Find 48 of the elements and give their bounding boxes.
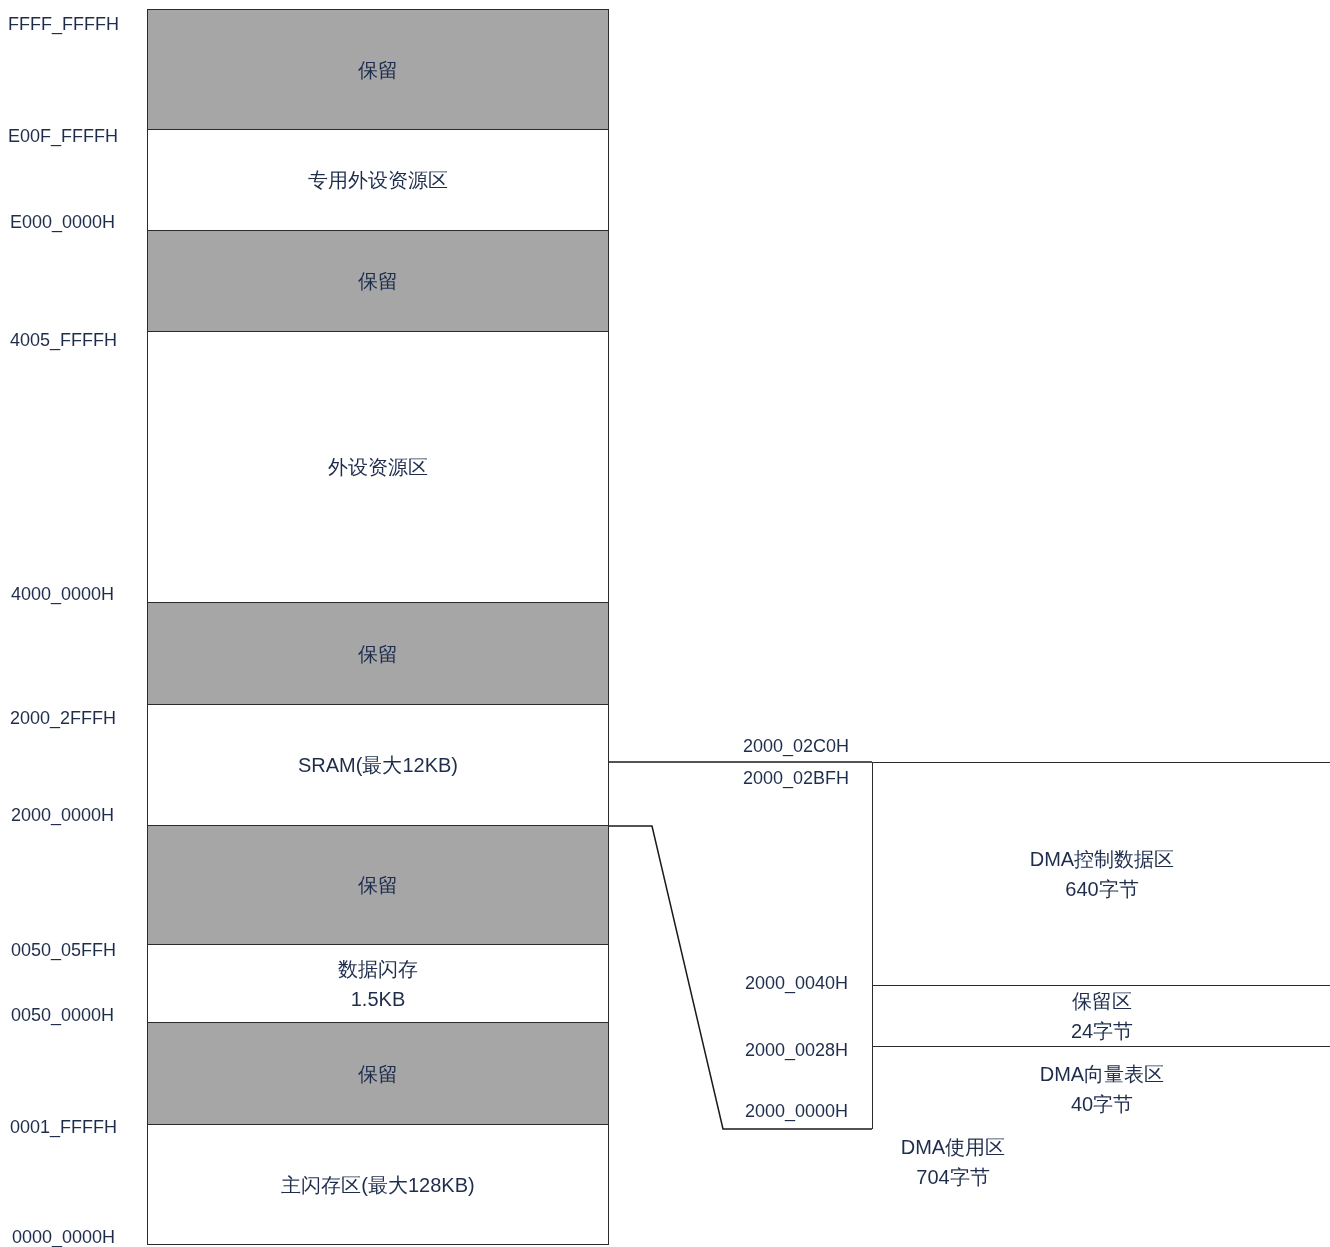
address-label: E000_0000H <box>10 212 116 233</box>
reserved-region <box>147 1022 609 1125</box>
address-label: 0001_FFFFH <box>10 1117 118 1138</box>
address-label: E00F_FFFFH <box>8 126 118 147</box>
address-label: 2000_0028H <box>745 1040 849 1061</box>
address-label: 2000_0000H <box>11 805 115 826</box>
region-label: 专用外设资源区 <box>308 168 448 193</box>
memory-region <box>147 129 609 231</box>
memory-region <box>147 704 609 826</box>
address-label: 0050_0000H <box>11 1005 115 1026</box>
region-label: DMA向量表区 <box>1039 1061 1165 1087</box>
expansion-line <box>608 761 873 763</box>
memory-region <box>147 944 609 1023</box>
address-label: 4005_FFFFH <box>10 330 118 351</box>
memory-region <box>873 1046 1330 1130</box>
region-label: 保留 <box>358 641 398 667</box>
region-label: 外设资源区 <box>328 455 428 480</box>
address-label: FFFF_FFFFH <box>8 14 119 35</box>
region-heading: DMA使用区 <box>899 1135 1007 1160</box>
reserved-region <box>147 9 609 130</box>
address-label: 0050_05FFH <box>11 940 117 961</box>
region-label: 主闪存区(最大128KB) <box>281 1172 475 1198</box>
reserved-region <box>147 602 609 705</box>
region-label: 保留 <box>358 1061 398 1087</box>
reserved-region <box>147 825 609 945</box>
address-label: 2000_0000H <box>745 1101 849 1122</box>
region-label: 保留 <box>358 269 398 294</box>
region-label: 保留区 <box>1072 989 1132 1014</box>
region-label: 24字节 <box>1070 1019 1134 1044</box>
address-label: 2000_2FFFH <box>10 708 117 729</box>
memory-region <box>147 331 609 603</box>
address-label: 2000_02BFH <box>743 768 850 789</box>
region-label: SRAM(最大12KB) <box>298 753 458 778</box>
address-label: 2000_02C0H <box>743 736 850 757</box>
reserved-region <box>147 230 609 332</box>
region-label: 640字节 <box>1065 877 1139 902</box>
region-label: 1.5KB <box>350 986 406 1012</box>
region-label: 保留 <box>358 57 398 83</box>
region-label: 数据闪存 <box>338 956 418 982</box>
expansion-line <box>608 825 873 1130</box>
memory-region <box>147 1124 609 1245</box>
address-label: 0000_0000H <box>12 1227 116 1247</box>
address-label: 2000_0040H <box>745 973 849 994</box>
address-label: 4000_0000H <box>11 584 115 605</box>
region-label: DMA控制数据区 <box>1029 847 1175 872</box>
region-label: 40字节 <box>1070 1091 1134 1117</box>
region-heading: 704字节 <box>915 1165 991 1190</box>
region-label: 保留 <box>358 873 398 898</box>
